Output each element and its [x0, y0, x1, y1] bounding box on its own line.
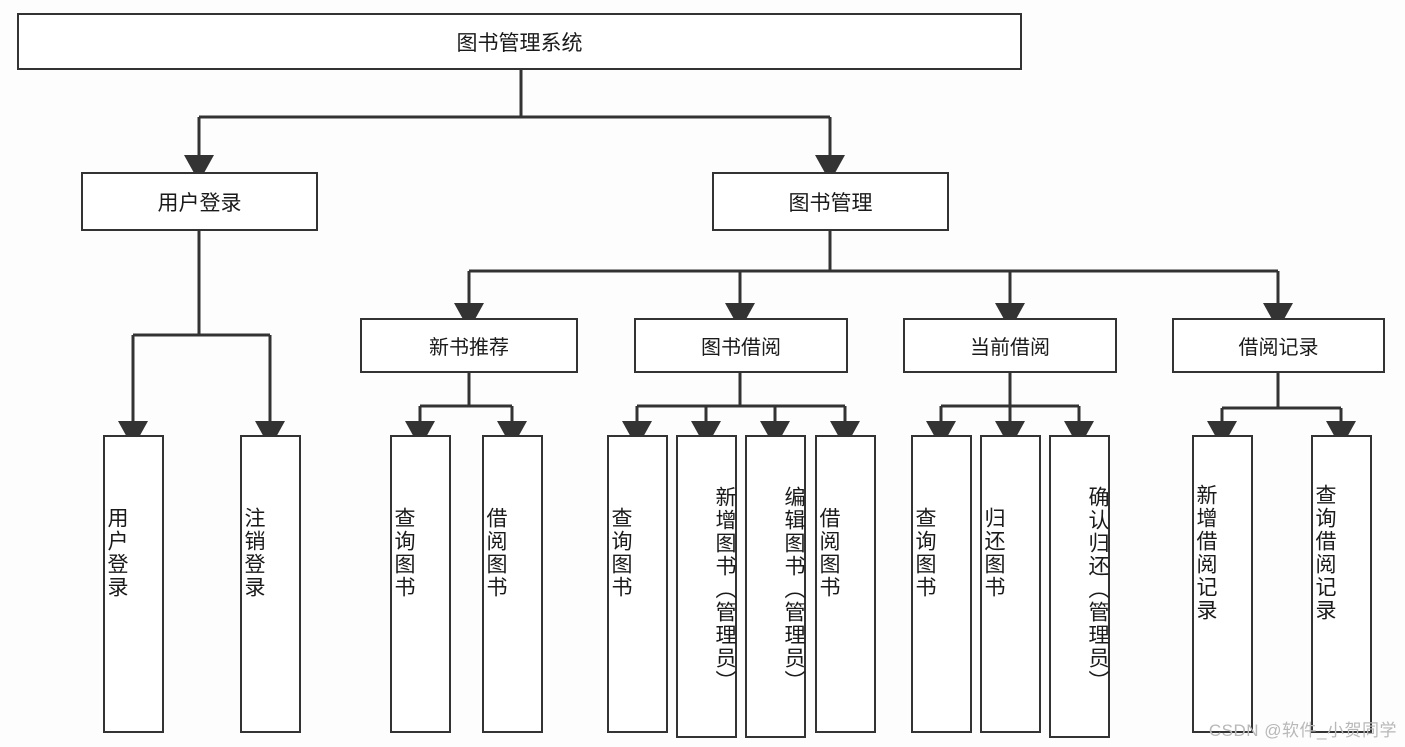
leaf-label: 查询图书 [609, 507, 633, 599]
leaf-label: 用户登录 [105, 507, 129, 599]
node-book-management[interactable]: 图书管理 [712, 172, 949, 231]
leaf-label: 查询借阅记录 [1313, 484, 1337, 622]
leaf-label: 注销登录 [242, 507, 266, 599]
node-borrowing-records[interactable]: 借阅记录 [1172, 318, 1385, 373]
node-book-borrowing[interactable]: 图书借阅 [634, 318, 848, 373]
csdn-watermark: CSDN @软件_小贺同学 [1208, 721, 1397, 740]
leaf-borrow-books-recommendation[interactable]: 借阅图书 [482, 435, 543, 733]
leaf-query-books-recommendation[interactable]: 查询图书 [390, 435, 451, 733]
node-root[interactable]: 图书管理系统 [17, 13, 1022, 70]
leaf-add-borrowing-record[interactable]: 新增借阅记录 [1192, 435, 1253, 733]
leaf-label: 新增借阅记录 [1194, 484, 1218, 622]
leaf-label: 新增图书（管理员） [713, 486, 736, 693]
leaf-confirm-return-admin[interactable]: 确认归还（管理员） [1049, 435, 1110, 738]
leaf-user-login[interactable]: 用户登录 [103, 435, 164, 733]
leaf-label: 查询图书 [913, 507, 937, 599]
leaf-label: 归还图书 [982, 507, 1006, 599]
leaf-label: 查询图书 [392, 507, 416, 599]
leaf-borrow-books-borrowing[interactable]: 借阅图书 [815, 435, 876, 733]
leaf-query-books-borrowing[interactable]: 查询图书 [607, 435, 668, 733]
leaf-query-borrowing-record[interactable]: 查询借阅记录 [1311, 435, 1372, 733]
leaf-label: 编辑图书（管理员） [782, 486, 805, 693]
leaf-edit-book-admin[interactable]: 编辑图书（管理员） [745, 435, 806, 738]
leaf-label: 确认归还（管理员） [1086, 486, 1109, 693]
leaf-logout[interactable]: 注销登录 [240, 435, 301, 733]
leaf-query-books-current[interactable]: 查询图书 [911, 435, 972, 733]
leaf-add-book-admin[interactable]: 新增图书（管理员） [676, 435, 737, 738]
node-user-login[interactable]: 用户登录 [81, 172, 318, 231]
node-current-borrowing[interactable]: 当前借阅 [903, 318, 1117, 373]
leaf-label: 借阅图书 [484, 507, 508, 599]
leaf-label: 借阅图书 [817, 507, 841, 599]
leaf-return-books[interactable]: 归还图书 [980, 435, 1041, 733]
node-new-book-recommendation[interactable]: 新书推荐 [360, 318, 578, 373]
